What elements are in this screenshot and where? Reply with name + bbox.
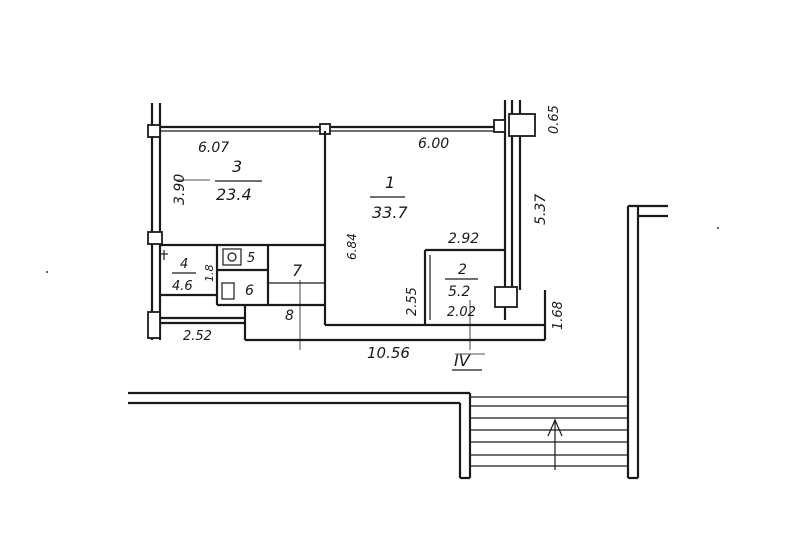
dim-right-small: 0.65 — [547, 105, 562, 134]
room-4-area: 4.6 — [172, 279, 193, 294]
room-2-number: 2 — [458, 262, 467, 278]
speck — [46, 271, 48, 273]
fixture-drain — [227, 252, 237, 262]
dim-room2-height: 2.55 — [405, 287, 420, 316]
dim-room2-width: 2.92 — [448, 231, 479, 247]
room-5-number: 5 — [247, 251, 255, 266]
room-2-area: 5.2 — [448, 284, 470, 300]
column-left-mid — [147, 231, 163, 245]
room-3-area: 23.4 — [216, 185, 252, 204]
interior-walls — [160, 131, 505, 325]
room-1-area: 33.7 — [372, 203, 408, 222]
section-marker: IV — [454, 351, 471, 370]
room-7-number: 7 — [292, 261, 303, 280]
dim-bottom-left: 2.52 — [183, 329, 212, 344]
dim-right-lower: 1.68 — [551, 301, 566, 330]
dim-room4-side: 1.8 — [203, 265, 216, 283]
room-8-number: 8 — [285, 308, 294, 324]
building-outline — [128, 204, 668, 480]
column-top-right-a — [493, 119, 506, 133]
dim-bottom-total: 10.56 — [367, 344, 410, 362]
room-3-number: 3 — [232, 157, 242, 176]
column-top-right-b — [508, 113, 536, 137]
dim-room2-bottom: 2.02 — [447, 305, 476, 320]
column-bottom-left — [147, 311, 161, 339]
dim-room7-side: 6.84 — [345, 233, 359, 260]
room-1-number: 1 — [385, 173, 395, 192]
fixture-toilet — [221, 282, 235, 300]
dim-room3-height: 3.90 — [172, 174, 188, 205]
column-top-left — [147, 124, 161, 138]
dim-top-right: 6.00 — [418, 136, 449, 152]
fixture-sink — [222, 248, 242, 266]
dim-top-left: 6.07 — [198, 140, 229, 156]
room-4-number: 4 — [180, 257, 188, 272]
room-6-number: 6 — [245, 283, 254, 299]
speck — [717, 227, 719, 229]
outer-walls — [150, 100, 547, 342]
stairs — [470, 396, 628, 470]
dim-room1-height: 5.37 — [533, 194, 549, 225]
column-bottom-right — [494, 286, 518, 308]
